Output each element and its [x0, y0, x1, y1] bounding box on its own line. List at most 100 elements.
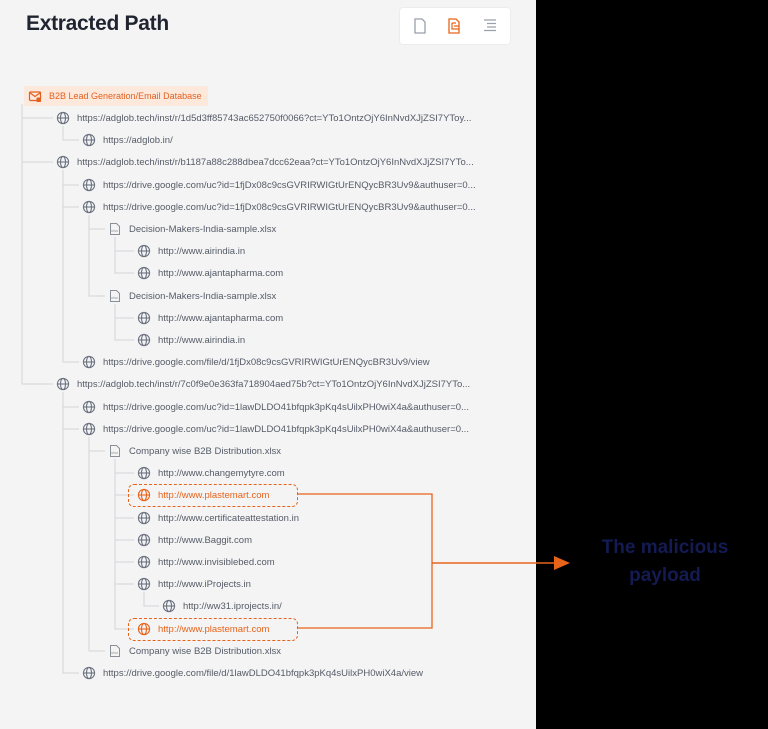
globe-icon	[137, 333, 151, 347]
tree-url-node[interactable]: https://adglob.tech/inst/r/b1187a88c288d…	[56, 152, 474, 172]
tree-node-label: https://drive.google.com/uc?id=1lawDLDO4…	[103, 401, 469, 413]
tree-node-label: https://drive.google.com/file/d/1fjDx08c…	[103, 356, 430, 368]
tree-file-node[interactable]: xlsx Company wise B2B Distribution.xlsx	[108, 641, 281, 661]
document-icon[interactable]	[411, 17, 429, 35]
tree-connector	[62, 170, 79, 363]
tree-node-label: http://www.plastemart.com	[158, 623, 270, 635]
globe-icon	[56, 377, 70, 391]
highlight-box	[128, 618, 298, 641]
tree-url-node[interactable]: http://www.changemytyre.com	[137, 463, 285, 483]
tree-connector	[21, 104, 53, 385]
tree-url-node[interactable]: https://adglob.in/	[82, 130, 173, 150]
page-title: Extracted Path	[26, 12, 169, 35]
xlsx-file-icon: xlsx	[110, 645, 120, 657]
svg-text:xlsx: xlsx	[111, 296, 119, 300]
tree-node-label: Decision-Makers-India-sample.xlsx	[129, 290, 277, 302]
tree-url-node[interactable]: https://drive.google.com/file/d/1lawDLDO…	[82, 663, 423, 683]
tree-url-node[interactable]: https://adglob.tech/inst/r/1d5d3ff85743a…	[56, 108, 471, 128]
globe-icon	[137, 311, 151, 325]
tree-file-node[interactable]: xlsx Company wise B2B Distribution.xlsx	[108, 441, 281, 461]
tree-connector	[88, 437, 105, 652]
tree-url-node[interactable]: http://www.airindia.in	[137, 330, 245, 350]
tree-node-label: Company wise B2B Distribution.xlsx	[129, 645, 282, 657]
tree-connector	[62, 126, 79, 141]
globe-icon	[137, 466, 151, 480]
tree-node-label: https://adglob.tech/inst/r/b1187a88c288d…	[77, 156, 474, 168]
globe-icon	[137, 511, 151, 525]
tree-node-label: https://drive.google.com/file/d/1lawDLDO…	[103, 667, 423, 679]
tree-node-label: https://adglob.tech/inst/r/7c0f9e0e363fa…	[77, 378, 471, 390]
globe-icon	[137, 622, 151, 636]
tree-url-node[interactable]: http://www.Baggit.com	[137, 530, 252, 550]
arrow-head-icon	[554, 556, 570, 570]
tree-url-node[interactable]: http://ww31.iprojects.in/	[162, 596, 282, 616]
tree-url-node[interactable]: https://drive.google.com/uc?id=1lawDLDO4…	[82, 419, 469, 439]
svg-text:xlsx: xlsx	[111, 451, 119, 455]
globe-icon	[56, 155, 70, 169]
globe-icon	[56, 111, 70, 125]
tree-file-node[interactable]: xlsx Decision-Makers-India-sample.xlsx	[108, 286, 276, 306]
xlsx-file-icon: xlsx	[110, 223, 120, 235]
tree-url-node[interactable]: http://www.airindia.in	[137, 241, 245, 261]
tree-url-node[interactable]: https://drive.google.com/uc?id=1fjDx08c9…	[82, 197, 476, 217]
globe-icon	[137, 488, 151, 502]
tree-node-label: http://www.certificateattestation.in	[158, 512, 299, 524]
tree-node-label: http://www.changemytyre.com	[158, 467, 285, 479]
tree-connector	[114, 237, 134, 274]
tree-url-node[interactable]: https://drive.google.com/file/d/1fjDx08c…	[82, 352, 430, 372]
view-mode-toggle	[400, 8, 510, 44]
tree-connector	[143, 592, 159, 607]
globe-icon	[82, 355, 96, 369]
extracted-path-panel: Extracted Path B2B Lead Generation/Email…	[0, 0, 570, 729]
email-database-icon	[28, 91, 42, 102]
tree-view-icon[interactable]	[446, 17, 464, 35]
tree-root-node[interactable]: B2B Lead Generation/Email Database	[24, 86, 208, 106]
tree-url-node[interactable]: http://www.plastemart.com	[137, 619, 269, 639]
globe-icon	[137, 555, 151, 569]
tree-node-label: https://drive.google.com/uc?id=1lawDLDO4…	[103, 423, 469, 435]
callout-label: The malicious payload	[601, 537, 729, 586]
list-view-icon[interactable]	[481, 17, 499, 35]
tree-url-node[interactable]: http://www.invisiblebed.com	[137, 552, 275, 572]
globe-icon	[137, 577, 151, 591]
tree-url-node[interactable]: http://www.plastemart.com	[137, 485, 269, 505]
extracted-path-tree: B2B Lead Generation/Email Database https…	[21, 86, 476, 683]
globe-icon	[82, 200, 96, 214]
globe-icon	[162, 599, 176, 613]
svg-text:xlsx: xlsx	[111, 651, 119, 655]
tree-file-node[interactable]: xlsx Decision-Makers-India-sample.xlsx	[108, 219, 276, 239]
tree-connector	[88, 215, 105, 297]
tree-url-node[interactable]: https://drive.google.com/uc?id=1lawDLDO4…	[82, 397, 469, 417]
tree-node-label: https://drive.google.com/uc?id=1fjDx08c9…	[103, 179, 476, 191]
tree-connector	[114, 459, 134, 630]
globe-icon	[82, 422, 96, 436]
tree-node-label: http://www.Baggit.com	[158, 534, 252, 546]
globe-icon	[82, 400, 96, 414]
tree-url-node[interactable]: https://adglob.tech/inst/r/7c0f9e0e363fa…	[56, 374, 470, 394]
globe-icon	[82, 666, 96, 680]
globe-icon	[82, 133, 96, 147]
tree-node-label: Company wise B2B Distribution.xlsx	[129, 445, 282, 457]
tree-url-node[interactable]: http://www.iProjects.in	[137, 574, 251, 594]
tree-node-label: http://www.iProjects.in	[158, 578, 251, 590]
tree-node-label: http://www.airindia.in	[158, 245, 246, 257]
tree-url-node[interactable]: http://www.certificateattestation.in	[137, 508, 299, 528]
tree-node-label: http://www.airindia.in	[158, 334, 246, 346]
tree-connector	[114, 304, 134, 341]
globe-icon	[137, 266, 151, 280]
tree-url-node[interactable]: http://www.ajantapharma.com	[137, 263, 283, 283]
tree-node-label: http://www.ajantapharma.com	[158, 267, 284, 279]
tree-url-node[interactable]: https://drive.google.com/uc?id=1fjDx08c9…	[82, 175, 476, 195]
tree-node-label: Decision-Makers-India-sample.xlsx	[129, 223, 277, 235]
tree-node-label: http://www.ajantapharma.com	[158, 312, 284, 324]
tree-connector-lines	[21, 104, 159, 674]
tree-node-label: https://adglob.in/	[103, 134, 173, 146]
globe-icon	[82, 178, 96, 192]
tree-connector	[62, 392, 79, 674]
xlsx-file-icon: xlsx	[110, 290, 120, 302]
tree-url-node[interactable]: http://www.ajantapharma.com	[137, 308, 283, 328]
globe-icon	[137, 533, 151, 547]
tree-node-label: http://www.invisiblebed.com	[158, 556, 275, 568]
highlight-box	[128, 484, 298, 507]
svg-text:xlsx: xlsx	[111, 229, 119, 233]
